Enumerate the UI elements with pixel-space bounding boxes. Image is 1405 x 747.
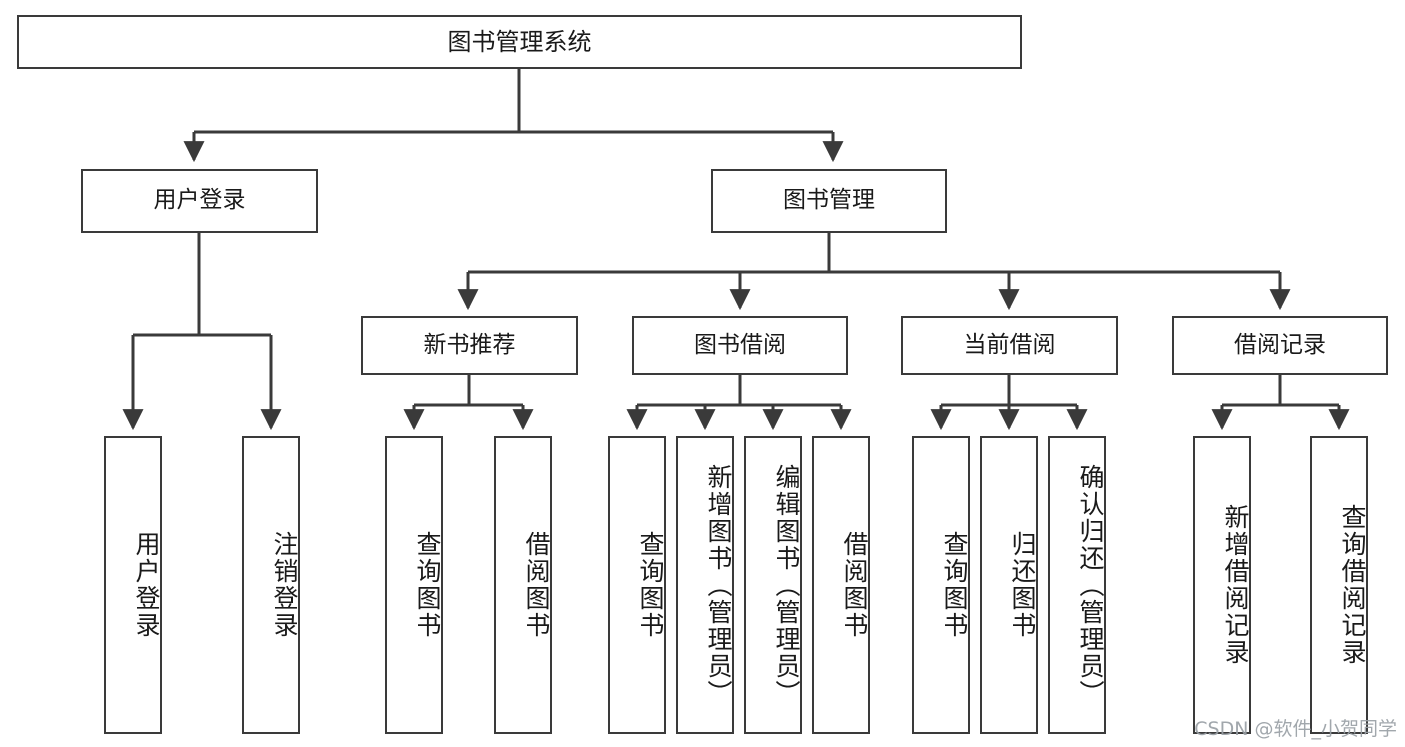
leaf-label: 用户登录 bbox=[132, 531, 161, 639]
leaf-label: 归还图书 bbox=[1008, 531, 1037, 639]
leaf-current-borrow-confirm-return-admin[interactable]: 确认归还（管理员） bbox=[1048, 436, 1106, 734]
csdn-watermark: CSDN @软件_小贺同学 bbox=[1194, 718, 1397, 740]
leaf-new-book-query-book[interactable]: 查询图书 bbox=[385, 436, 443, 734]
leaf-user-login-login[interactable]: 用户登录 bbox=[104, 436, 162, 734]
leaf-book-borrow-borrow-book[interactable]: 借阅图书 bbox=[812, 436, 870, 734]
node-root-book-management-system[interactable]: 图书管理系统 bbox=[17, 15, 1022, 69]
leaf-label: 注销登录 bbox=[270, 531, 299, 639]
leaf-borrow-record-query-record[interactable]: 查询借阅记录 bbox=[1310, 436, 1368, 734]
leaf-book-borrow-query-book[interactable]: 查询图书 bbox=[608, 436, 666, 734]
leaf-label: 新增借阅记录 bbox=[1221, 504, 1250, 666]
leaf-book-borrow-add-book-admin[interactable]: 新增图书（管理员） bbox=[676, 436, 734, 734]
leaf-label: 新增图书（管理员） bbox=[704, 463, 733, 707]
leaf-label: 借阅图书 bbox=[840, 531, 869, 639]
leaf-label: 查询借阅记录 bbox=[1338, 504, 1367, 666]
leaf-label: 查询图书 bbox=[940, 531, 969, 639]
leaf-new-book-borrow-book[interactable]: 借阅图书 bbox=[494, 436, 552, 734]
leaf-label: 编辑图书（管理员） bbox=[772, 463, 801, 707]
node-current-borrow[interactable]: 当前借阅 bbox=[901, 316, 1118, 375]
node-user-login[interactable]: 用户登录 bbox=[81, 169, 318, 233]
leaf-user-login-logout[interactable]: 注销登录 bbox=[242, 436, 300, 734]
node-borrow-record[interactable]: 借阅记录 bbox=[1172, 316, 1388, 375]
leaf-label: 查询图书 bbox=[413, 531, 442, 639]
node-new-book-recommend[interactable]: 新书推荐 bbox=[361, 316, 578, 375]
leaf-label: 确认归还（管理员） bbox=[1076, 463, 1105, 707]
leaf-borrow-record-add-record[interactable]: 新增借阅记录 bbox=[1193, 436, 1251, 734]
leaf-label: 查询图书 bbox=[636, 531, 665, 639]
leaf-current-borrow-query-book[interactable]: 查询图书 bbox=[912, 436, 970, 734]
node-book-borrow[interactable]: 图书借阅 bbox=[632, 316, 848, 375]
leaf-current-borrow-return-book[interactable]: 归还图书 bbox=[980, 436, 1038, 734]
leaf-book-borrow-edit-book-admin[interactable]: 编辑图书（管理员） bbox=[744, 436, 802, 734]
leaf-label: 借阅图书 bbox=[522, 531, 551, 639]
node-book-management[interactable]: 图书管理 bbox=[711, 169, 947, 233]
